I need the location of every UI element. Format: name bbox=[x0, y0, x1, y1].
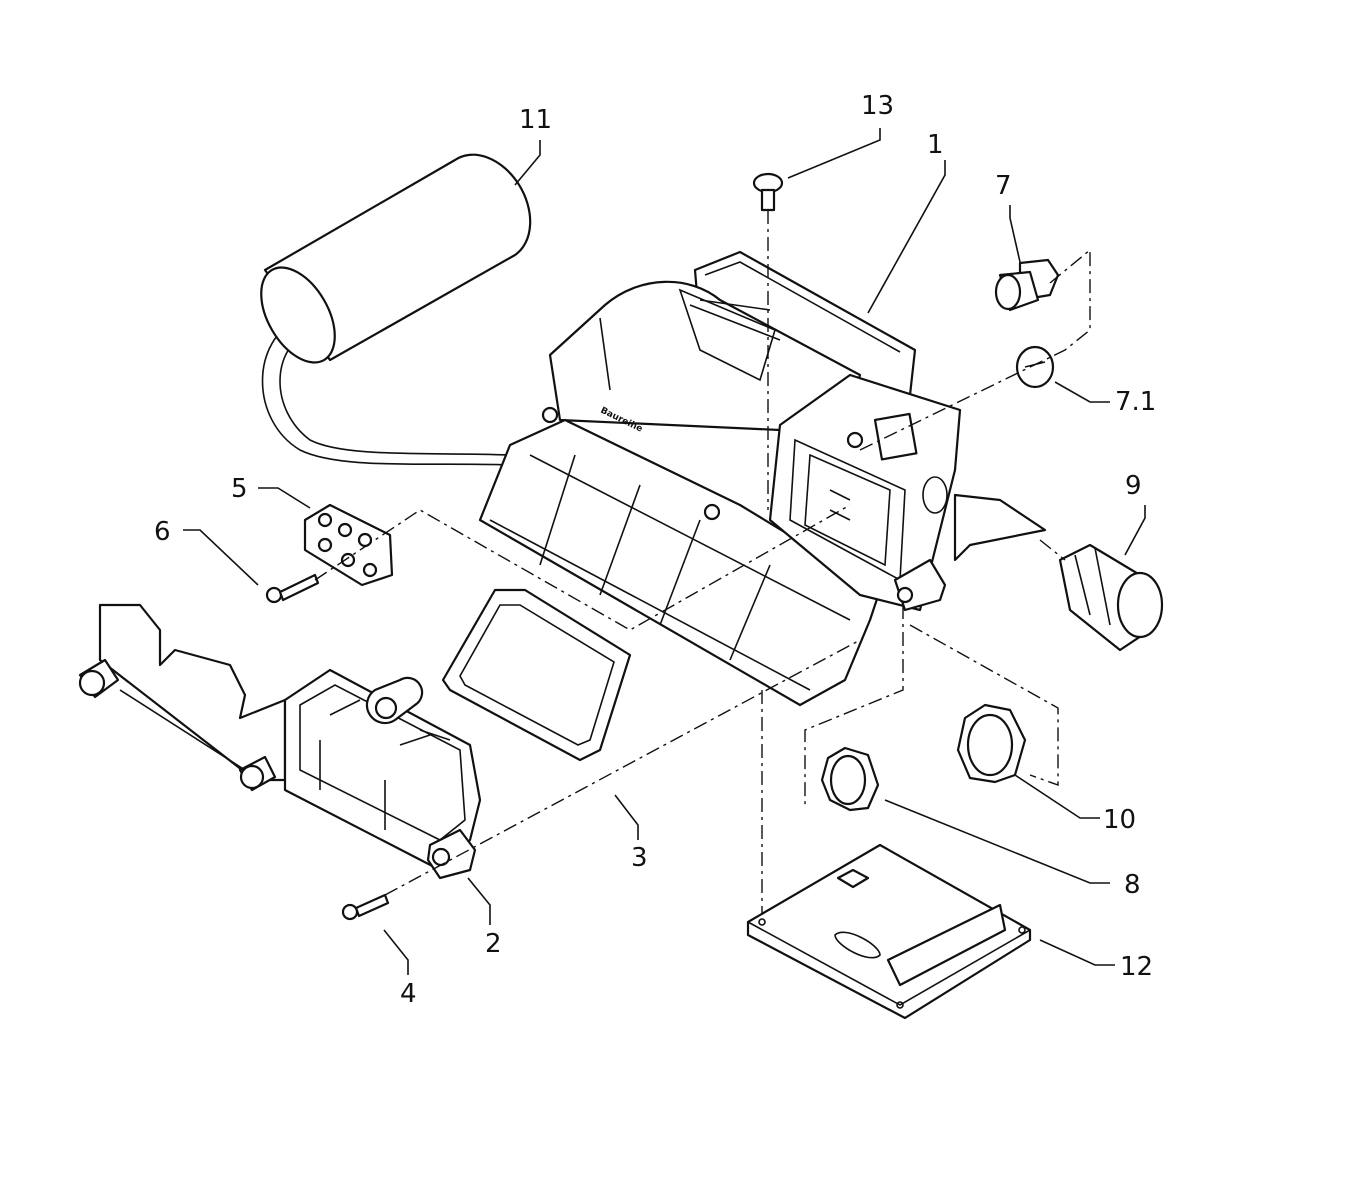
cable-gland-part-7 bbox=[994, 258, 1060, 312]
screw-part-13 bbox=[752, 172, 784, 212]
callout-13: 13 bbox=[861, 91, 894, 121]
callout-7-1: 7.1 bbox=[1115, 387, 1156, 417]
callout-8: 8 bbox=[1124, 870, 1141, 900]
leader-lines bbox=[183, 128, 1146, 975]
terminal-block-part-5 bbox=[303, 503, 394, 587]
callout-10: 10 bbox=[1103, 805, 1136, 835]
callout-labels: 11 13 1 7 7.1 9 5 6 10 8 3 2 12 4 bbox=[154, 91, 1156, 1009]
cable-gland-part-9 bbox=[1058, 543, 1164, 652]
capacitor-part-11 bbox=[260, 153, 532, 466]
callout-11: 11 bbox=[519, 105, 552, 135]
callout-5: 5 bbox=[231, 474, 248, 504]
screw-part-4 bbox=[341, 893, 390, 921]
base-plate-part-12 bbox=[746, 843, 1032, 1020]
callout-12: 12 bbox=[1120, 952, 1153, 982]
screw-part-6 bbox=[265, 573, 320, 604]
cover-part-2 bbox=[78, 603, 482, 880]
callout-3: 3 bbox=[631, 843, 648, 873]
lock-nut-part-10 bbox=[956, 703, 1027, 784]
callout-4: 4 bbox=[400, 979, 417, 1009]
main-housing-part-1: Baureihe bbox=[478, 250, 1047, 707]
callout-7: 7 bbox=[995, 171, 1012, 201]
lock-nut-part-8 bbox=[820, 746, 880, 812]
blanking-plug-part-7-1 bbox=[1015, 345, 1055, 389]
gasket-part-3 bbox=[441, 588, 632, 762]
callout-9: 9 bbox=[1125, 471, 1142, 501]
callout-1: 1 bbox=[927, 130, 944, 160]
callout-2: 2 bbox=[485, 929, 502, 959]
assembly-lines bbox=[314, 210, 1091, 915]
callout-6: 6 bbox=[154, 517, 171, 547]
